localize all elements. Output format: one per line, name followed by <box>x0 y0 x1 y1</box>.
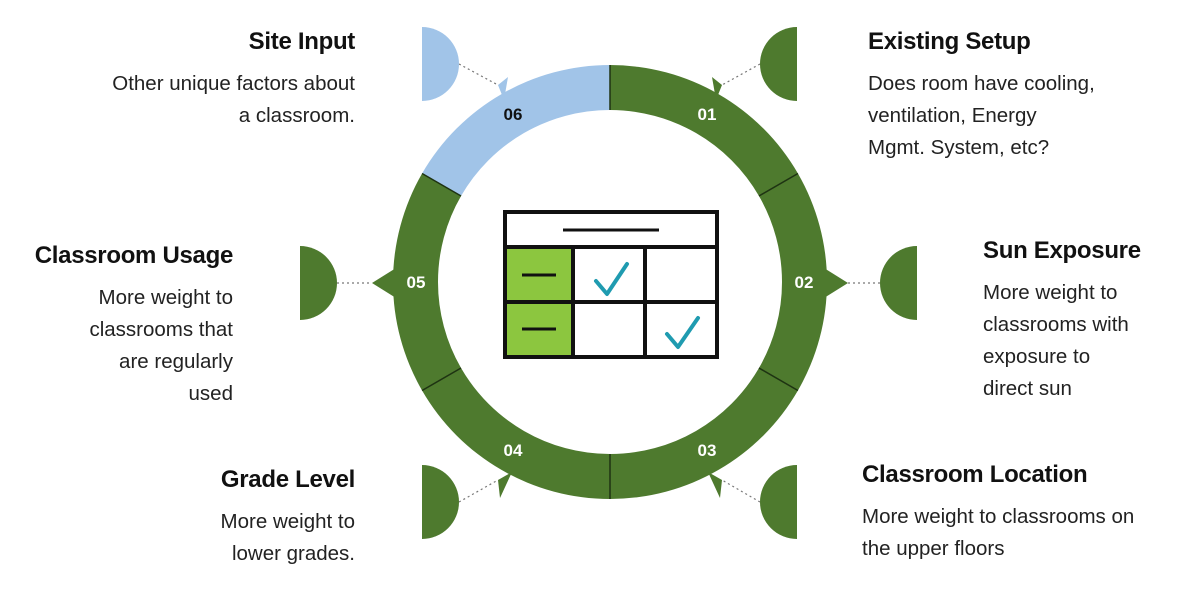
connector-nubs <box>300 27 917 539</box>
step-03-text: Classroom Location More weight to classr… <box>862 461 1192 565</box>
step-desc-line: Mgmt. System, etc? <box>868 136 1050 159</box>
step-desc-line: More weight to <box>220 510 355 533</box>
step-02-text: Sun Exposure More weight to classrooms w… <box>983 237 1193 405</box>
step-title: Existing Setup <box>868 28 1031 55</box>
connector-pointer-03 <box>708 472 722 498</box>
step-title: Classroom Usage <box>34 242 234 269</box>
connector-nub-05 <box>300 246 337 320</box>
connector-pointer-06 <box>498 77 508 100</box>
step-desc-line: ventilation, Energy <box>868 104 1037 127</box>
step-01-text: Existing Setup Does room have cooling, v… <box>868 28 1168 164</box>
segment-number-01: 01 <box>698 105 717 124</box>
segment-number-03: 03 <box>698 441 717 460</box>
segment-number-04: 04 <box>504 441 523 460</box>
step-desc-line: the upper floors <box>862 537 1005 560</box>
step-desc-line: are regularly <box>119 350 233 373</box>
step-desc-line: lower grades. <box>231 542 355 565</box>
ring-segment-02 <box>758 173 827 391</box>
ring-separator <box>421 367 462 392</box>
check-icon <box>594 262 629 296</box>
ring-segment-05 <box>393 173 462 391</box>
step-desc-line: Does room have cooling, <box>868 72 1095 95</box>
ring-segment-03 <box>610 368 798 499</box>
step-desc-line: direct sun <box>983 377 1072 400</box>
step-title: Classroom Location <box>862 461 1088 488</box>
connector-pointer-05 <box>372 268 396 298</box>
step-desc-line: used <box>188 382 233 405</box>
ring-separator <box>421 172 462 197</box>
connector-nub-02 <box>880 246 917 320</box>
checklist-table-icon <box>503 210 719 359</box>
step-title: Sun Exposure <box>983 237 1141 264</box>
step-desc-line: More weight to classrooms on <box>862 505 1135 528</box>
ring-segment-04 <box>422 368 610 499</box>
connector-nub-03 <box>760 465 797 539</box>
step-desc-line: classrooms that <box>89 318 233 341</box>
connector-nub-04 <box>422 465 459 539</box>
segment-number-02: 02 <box>795 273 814 292</box>
segment-ring <box>393 65 827 499</box>
connector-line-06 <box>458 63 499 86</box>
connector-nub-06 <box>422 27 459 101</box>
ring-separator <box>758 172 799 197</box>
connector-line-01 <box>721 63 761 86</box>
step-06-text: Site Input Other unique factors about a … <box>35 28 355 132</box>
segment-number-06: 06 <box>504 105 523 124</box>
step-04-text: Grade Level More weight to lower grades. <box>55 466 356 570</box>
ring-segment-06 <box>422 65 610 196</box>
step-desc-line: classrooms with <box>983 313 1129 336</box>
connector-pointer-04 <box>498 472 512 498</box>
connector-pointer-01 <box>712 77 722 100</box>
connector-lines <box>337 63 880 503</box>
step-title: Site Input <box>248 28 356 55</box>
ring-segment-01 <box>610 65 798 196</box>
step-desc-line: More weight to <box>98 286 233 309</box>
connector-pointer-02 <box>824 268 848 298</box>
connector-nub-01 <box>760 27 797 101</box>
segment-numbers: 01 02 03 04 05 06 <box>407 105 814 460</box>
step-title: Grade Level <box>220 466 355 493</box>
step-desc-line: More weight to <box>983 281 1118 304</box>
check-icon <box>665 316 700 349</box>
step-desc-line: exposure to <box>983 345 1091 368</box>
connector-line-04 <box>458 479 499 503</box>
connector-line-03 <box>721 479 761 503</box>
step-desc-line: a classroom. <box>238 104 355 127</box>
ring-separator <box>758 367 799 392</box>
step-05-text: Classroom Usage More weight to classroom… <box>3 242 234 410</box>
step-desc-line: Other unique factors about <box>112 72 355 95</box>
segment-number-05: 05 <box>407 273 426 292</box>
